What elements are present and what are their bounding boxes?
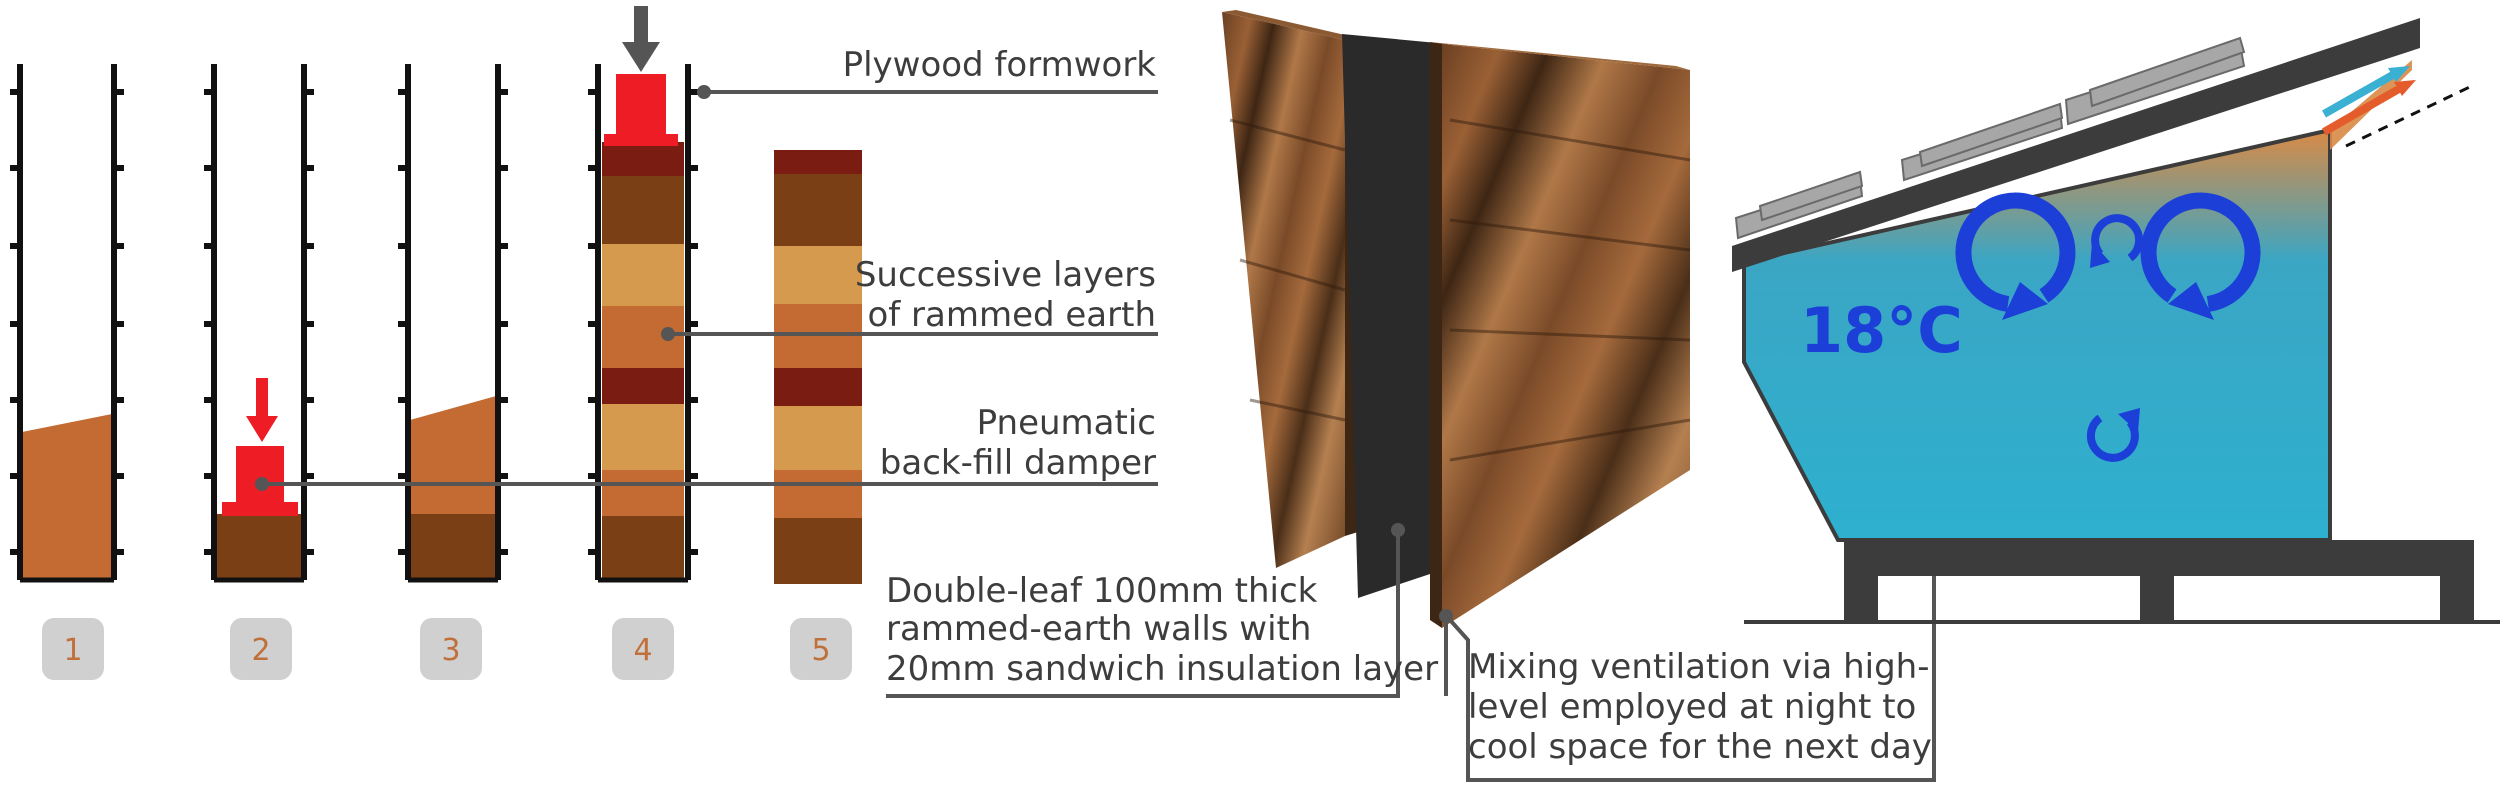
press-arrow-icon [622, 6, 660, 72]
stage-2-formwork [204, 64, 314, 583]
stage-5-wall [774, 150, 862, 584]
label-layers-line2: of rammed earth [867, 295, 1156, 335]
leader-lines-wall [886, 504, 1936, 782]
circulation-arrow-icon [1955, 192, 2261, 462]
step-label-5: 5 [811, 633, 830, 668]
step-label-3: 3 [441, 633, 460, 668]
step-badges: 1 2 3 4 5 [42, 618, 852, 680]
solar-panels [1734, 36, 2246, 240]
leader-lines-left [262, 90, 1158, 486]
label-damper-line1: Pneumatic [977, 403, 1156, 443]
stage-1-formwork [10, 64, 124, 583]
earth-compacted [410, 514, 496, 578]
roof [1732, 18, 2420, 272]
earth-fill [410, 396, 496, 514]
label-vent-line3: cool space for the next day [1468, 727, 1932, 767]
step-label-1: 1 [63, 633, 82, 668]
earth-fill [22, 414, 112, 578]
label-walls-line1: Double-leaf 100mm thick [886, 571, 1318, 611]
insulation-layer [1342, 34, 1448, 598]
label-vent-line1: Mixing ventilation via high- [1468, 647, 1929, 687]
building-section: 18°C [1732, 18, 2500, 624]
earth-layers [602, 142, 684, 578]
stage-3-formwork [398, 64, 508, 583]
damper [222, 446, 298, 516]
label-walls-line2: rammed-earth walls with [886, 609, 1311, 649]
vent-arrows [2322, 66, 2477, 148]
label-layers-line1: Successive layers [855, 255, 1156, 295]
earth-compacted [216, 514, 302, 578]
leader-dots-left [255, 85, 711, 491]
room-temperature: 18°C [1800, 294, 1963, 367]
damper [604, 74, 678, 146]
label-walls-line3: 20mm sandwich insulation layer [886, 649, 1438, 689]
room-air [1742, 127, 2332, 542]
double-leaf-wall [1222, 10, 1691, 628]
label-vent-line2: level employed at night to [1468, 687, 1916, 727]
label-plywood-formwork: Plywood formwork [843, 45, 1157, 85]
label-damper-line2: back-fill damper [880, 443, 1156, 483]
step-label-4: 4 [633, 633, 652, 668]
stage-4-formwork [588, 6, 698, 583]
step-label-2: 2 [251, 633, 270, 668]
press-arrow-icon [246, 378, 278, 442]
